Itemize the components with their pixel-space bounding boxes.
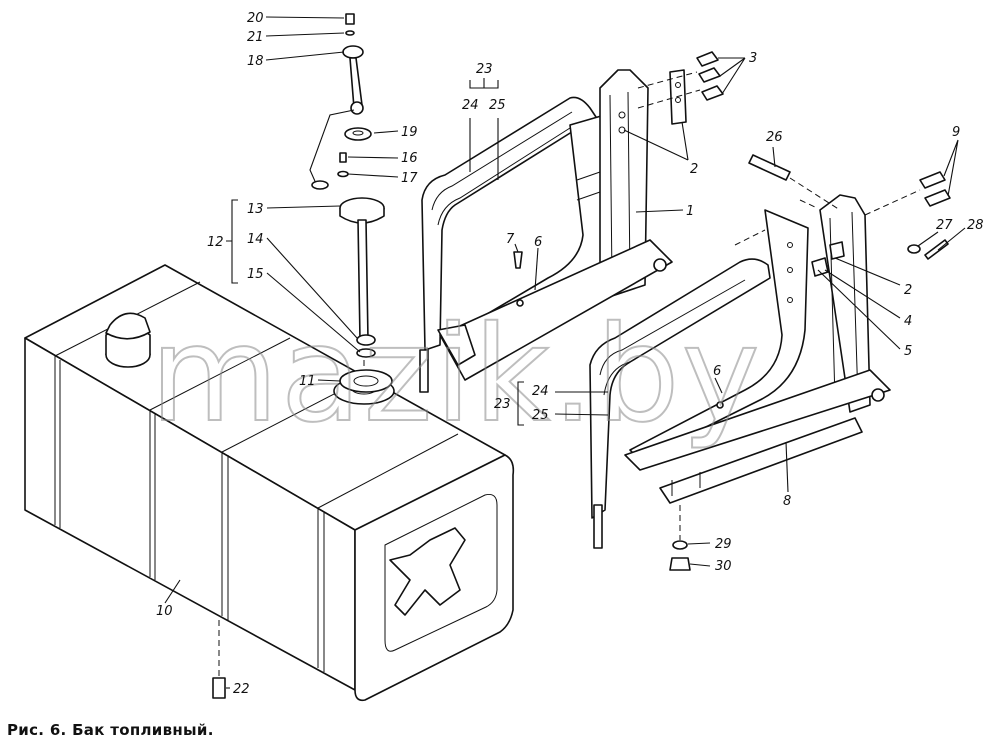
callout-23-top: 23 [476,62,493,77]
callout-18: 18 [247,54,264,69]
callout-25-bottom: 25 [532,408,549,423]
callout-20: 20 [247,11,264,26]
callout-26: 26 [766,130,783,145]
callout-15: 15 [247,267,264,282]
callout-5: 5 [904,344,912,359]
callout-3: 3 [749,51,757,66]
callout-30: 30 [715,559,732,574]
callout-19: 19 [401,125,418,140]
callout-23-bottom: 23 [494,397,511,412]
callout-1: 1 [686,204,694,219]
callout-24-bottom: 24 [532,384,549,399]
callout-6-left: 6 [534,235,542,250]
figure-caption: Рис. 6. Бак топливный. [7,721,214,739]
callout-6-right: 6 [713,364,721,379]
fuel-level-sender [309,13,393,393]
callout-27: 27 [936,218,953,233]
callout-14: 14 [247,232,264,247]
callout-8: 8 [783,494,791,509]
callout-2-left: 2 [690,162,698,177]
callout-17: 17 [401,171,418,186]
callout-13: 13 [247,202,264,217]
rear-bracket-assembly [419,51,724,393]
callout-16: 16 [401,151,418,166]
callouts: 20 21 18 19 16 17 13 12 14 15 11 10 22 2… [156,11,984,697]
callout-2-right: 2 [904,283,912,298]
callout-29: 29 [715,537,732,552]
callout-24-top: 24 [462,98,479,113]
callout-22: 22 [233,682,250,697]
callout-21: 21 [247,30,264,45]
front-bracket-assembly [589,154,951,571]
callout-11: 11 [299,374,316,389]
callout-7: 7 [506,232,515,247]
callout-12: 12 [207,235,224,250]
callout-10: 10 [156,604,173,619]
callout-25-top: 25 [489,98,506,113]
callout-28: 28 [967,218,984,233]
fuel-tank [24,264,515,702]
callout-4: 4 [904,314,912,329]
callout-9: 9 [952,125,960,140]
watermark: mazik.by [150,298,762,452]
